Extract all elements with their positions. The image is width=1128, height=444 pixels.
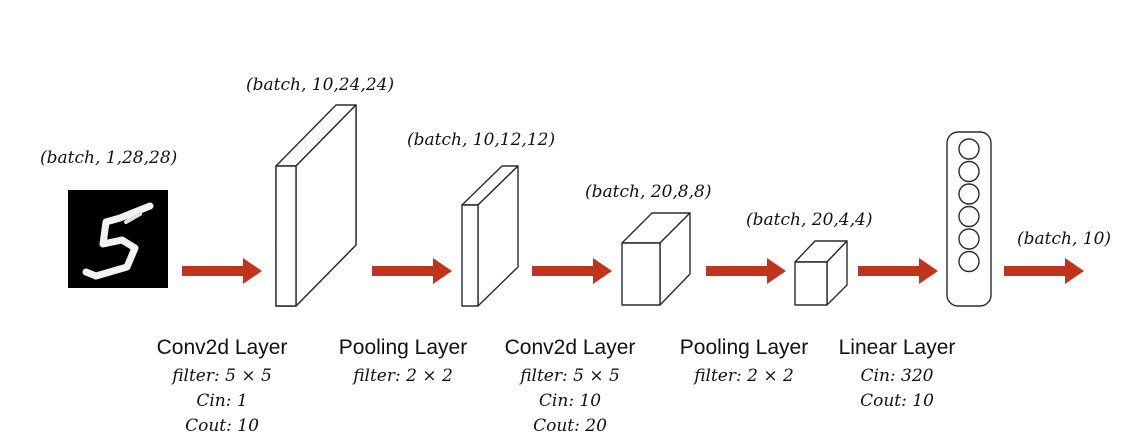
layer-param-cin: Cin: 320	[860, 366, 934, 386]
feature-map-conv2	[621, 212, 691, 306]
layer-name: Conv2d Layer	[156, 336, 288, 359]
output-shape-label: (batch, 10)	[1017, 229, 1112, 249]
neuron-node	[958, 228, 980, 250]
feature-map-pool1	[461, 165, 519, 307]
layer-desc-linear: Linear Layer Cin: 320 Cout: 10	[807, 336, 987, 414]
layer-param-filter: filter: 5 × 5	[172, 366, 272, 386]
layer-name: Conv2d Layer	[504, 336, 636, 359]
neuron-node	[958, 250, 980, 273]
neuron-node	[958, 183, 980, 205]
neuron-node	[958, 205, 980, 228]
layer-name: Pooling Layer	[338, 336, 468, 359]
arrow-3	[532, 258, 612, 284]
arrow-2	[372, 258, 452, 284]
layer-desc-pool1: Pooling Layer filter: 2 × 2	[313, 336, 493, 389]
layer-param-filter: filter: 5 × 5	[520, 366, 620, 386]
neuron-node	[958, 160, 980, 183]
layer-param-cout: Cout: 20	[533, 416, 607, 436]
layer-param-cin: Cin: 10	[538, 391, 602, 411]
layer-desc-pool2: Pooling Layer filter: 2 × 2	[654, 336, 834, 389]
neuron-node	[958, 138, 980, 160]
layer-param-cout: Cout: 10	[185, 416, 259, 436]
layer-param-cin: Cin: 1	[196, 391, 248, 411]
input-shape-label: (batch, 1,28,28)	[40, 148, 178, 168]
arrow-5	[858, 258, 938, 284]
linear-output-neurons	[946, 131, 992, 307]
layer-param-filter: filter: 2 × 2	[353, 366, 453, 386]
shape-label-2: (batch, 10,12,12)	[407, 130, 556, 150]
arrow-6	[1004, 258, 1084, 284]
feature-map-pool2	[794, 240, 848, 306]
layer-name: Linear Layer	[838, 336, 956, 359]
arrow-1	[182, 258, 262, 284]
layer-param-cout: Cout: 10	[860, 391, 934, 411]
layer-name: Pooling Layer	[679, 336, 809, 359]
layer-desc-conv2: Conv2d Layer filter: 5 × 5 Cin: 10 Cout:…	[480, 336, 660, 439]
input-digit-image	[68, 190, 168, 288]
shape-label-3: (batch, 20,8,8)	[585, 182, 712, 202]
feature-map-conv1	[275, 104, 357, 307]
arrow-4	[706, 258, 786, 284]
layer-desc-conv1: Conv2d Layer filter: 5 × 5 Cin: 1 Cout: …	[132, 336, 312, 439]
shape-label-4: (batch, 20,4,4)	[746, 210, 873, 230]
shape-label-1: (batch, 10,24,24)	[246, 75, 395, 95]
layer-param-filter: filter: 2 × 2	[694, 366, 794, 386]
